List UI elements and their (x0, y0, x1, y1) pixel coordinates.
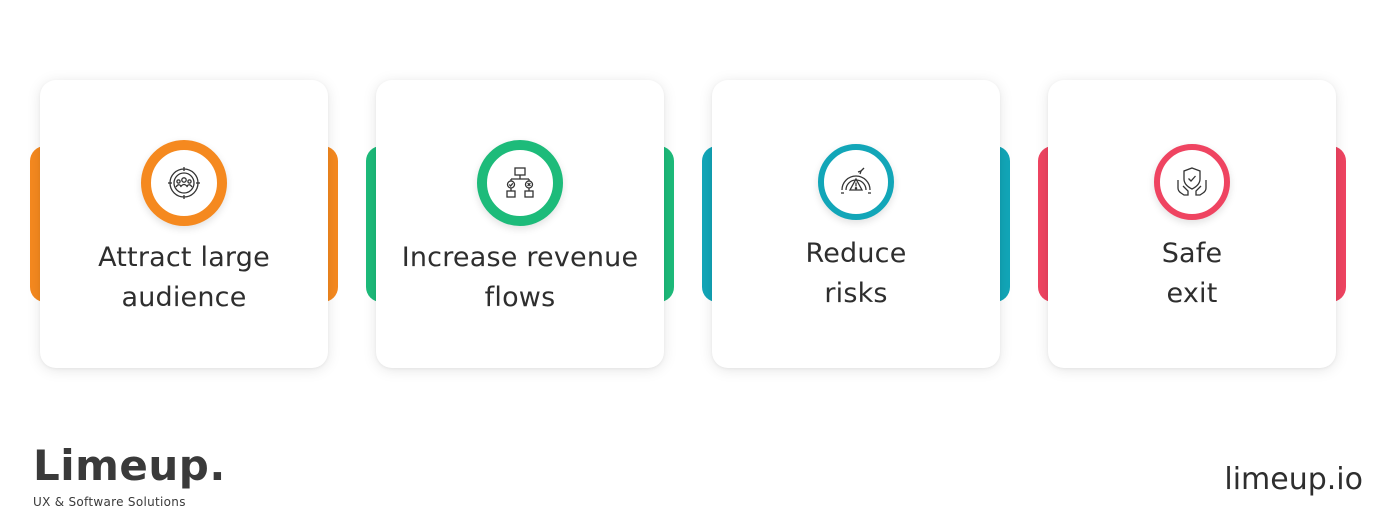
card-attract-audience: Attract large audience (30, 80, 338, 368)
card-label-line1: Safe (1161, 238, 1223, 269)
brand-logo: Limeup. UX & Software Solutions (33, 440, 226, 510)
brand-tagline: UX & Software Solutions (33, 495, 186, 509)
risk-gauge-icon (841, 167, 871, 194)
icon-ring (477, 140, 563, 226)
card-label-line2: audience (121, 282, 247, 313)
audience-target-icon (168, 167, 200, 199)
card-body: Safe exit (1048, 80, 1336, 368)
card-body: Reduce risks (712, 80, 1000, 368)
card-label-line2: flows (484, 282, 556, 313)
card-label-line1: Reduce (805, 238, 907, 269)
site-url: limeup.io (1224, 462, 1363, 497)
card-label-line2: risks (824, 278, 888, 309)
card-label-line2: exit (1166, 278, 1218, 309)
card-reduce-risks: Reduce risks (702, 80, 1010, 368)
flowchart-icon (506, 167, 534, 198)
brand-name: Limeup. (33, 441, 226, 490)
card-label-line1: Attract large (98, 242, 270, 273)
icon-ring (141, 140, 227, 226)
card-increase-revenue: Increase revenue flows (366, 80, 674, 368)
shield-hands-icon (1177, 167, 1207, 196)
icon-ring (1154, 144, 1230, 220)
card-body: Attract large audience (40, 80, 328, 368)
card-body: Increase revenue flows (376, 80, 664, 368)
icon-ring (818, 144, 894, 220)
card-label-line1: Increase revenue (401, 242, 639, 273)
card-safe-exit: Safe exit (1038, 80, 1346, 368)
